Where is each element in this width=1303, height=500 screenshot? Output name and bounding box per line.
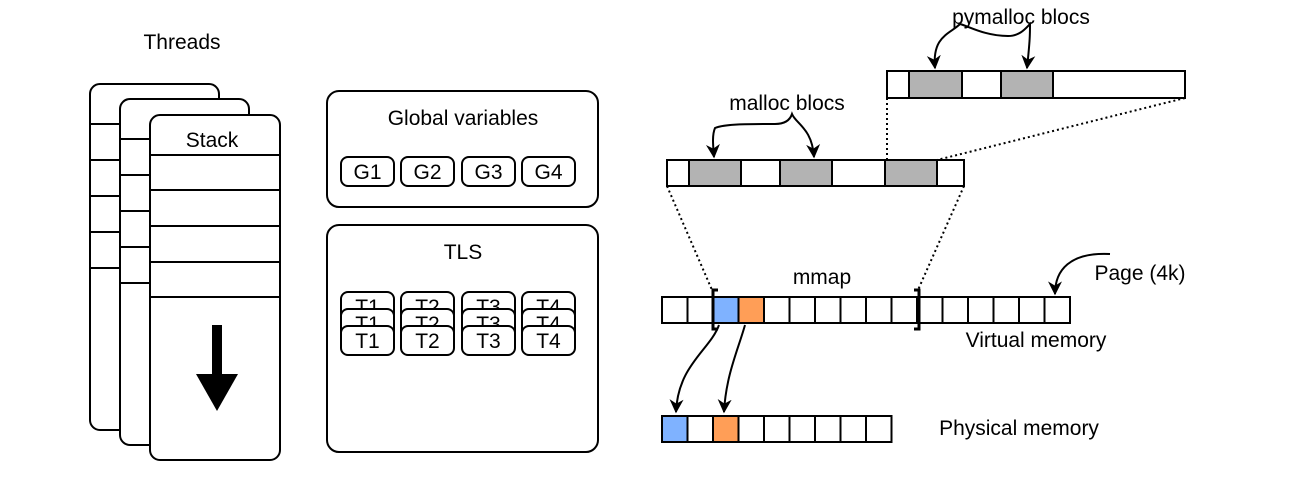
global-var-g4-label: G4	[534, 161, 562, 184]
tls-t1-layer3-label: T1	[355, 330, 380, 353]
pymalloc-brace-right	[1007, 21, 1036, 70]
page-cell-blue	[661, 415, 689, 443]
tls-t2-layer3-label: T2	[415, 330, 440, 353]
global-var-g2: G2	[400, 156, 455, 187]
pymalloc-bar	[886, 70, 1186, 99]
page-cell	[686, 415, 714, 443]
malloc-label: malloc blocs	[729, 92, 845, 115]
pymalloc-label: pymalloc blocs	[952, 6, 1090, 29]
global-var-g1-label: G1	[353, 161, 381, 184]
page-cell	[890, 296, 918, 324]
tls-t4-layer3-label: T4	[536, 330, 561, 353]
physical-memory-bar	[661, 415, 893, 443]
global-var-g1: G1	[340, 156, 395, 187]
virtual-memory-bar	[661, 296, 1071, 324]
blue-page-mapping-arrow	[669, 324, 720, 414]
malloc-zoom-line-left	[666, 185, 713, 291]
page-cell-orange	[712, 415, 740, 443]
page-cell	[788, 415, 816, 443]
malloc-brace-left	[705, 123, 776, 159]
mmap-bracket-left	[711, 288, 718, 331]
mmap-label: mmap	[793, 266, 851, 289]
mmap-bracket-right	[914, 288, 921, 331]
virtual-memory-label: Virtual memory	[966, 329, 1107, 352]
pymalloc-zoom-line-right	[936, 97, 1186, 161]
page-cell	[865, 415, 893, 443]
page-cell	[686, 296, 714, 324]
page-cell	[865, 296, 893, 324]
orange-page-mapping-arrow	[717, 324, 746, 414]
tls-t1-layer3: T1	[340, 325, 395, 356]
physical-memory-label: Physical memory	[939, 417, 1099, 440]
page-cell	[763, 415, 791, 443]
page-arrow	[1048, 252, 1111, 296]
tls-t4-layer3: T4	[521, 325, 576, 356]
tls-t3-layer3: T3	[461, 325, 516, 356]
page-cell	[763, 296, 791, 324]
threads-title: Threads	[143, 31, 220, 54]
thread-stack-front: Stack	[149, 114, 281, 461]
page-cell	[661, 296, 689, 324]
page-label: Page (4k)	[1094, 262, 1185, 285]
page-cell	[992, 296, 1020, 324]
page-cell	[967, 296, 995, 324]
page-cell	[1043, 296, 1071, 324]
global-var-g3-label: G3	[474, 161, 502, 184]
page-cell-orange	[737, 296, 765, 324]
page-cell	[737, 415, 765, 443]
page-cell	[788, 296, 816, 324]
page-cell	[1018, 296, 1046, 324]
global-variables-title: Global variables	[388, 107, 539, 130]
page-cell	[839, 296, 867, 324]
global-variables-box: Global variables G1 G2 G3 G4	[326, 90, 599, 208]
tls-title: TLS	[444, 241, 483, 264]
malloc-brace-right	[774, 111, 821, 159]
global-var-g4: G4	[521, 156, 576, 187]
page-cell	[916, 296, 944, 324]
malloc-bar	[666, 159, 965, 187]
tls-t3-layer3-label: T3	[476, 330, 501, 353]
malloc-zoom-line-right	[917, 185, 965, 291]
page-cell	[814, 296, 842, 324]
global-var-g2-label: G2	[413, 161, 441, 184]
tls-t2-layer3: T2	[400, 325, 455, 356]
stack-growth-arrow-icon	[196, 325, 238, 411]
global-var-g3: G3	[461, 156, 516, 187]
page-cell-blue	[712, 296, 740, 324]
pymalloc-brace-left	[926, 22, 1009, 70]
page-cell	[941, 296, 969, 324]
stack-label: Stack	[186, 129, 239, 152]
page-cell	[814, 415, 842, 443]
page-cell	[839, 415, 867, 443]
